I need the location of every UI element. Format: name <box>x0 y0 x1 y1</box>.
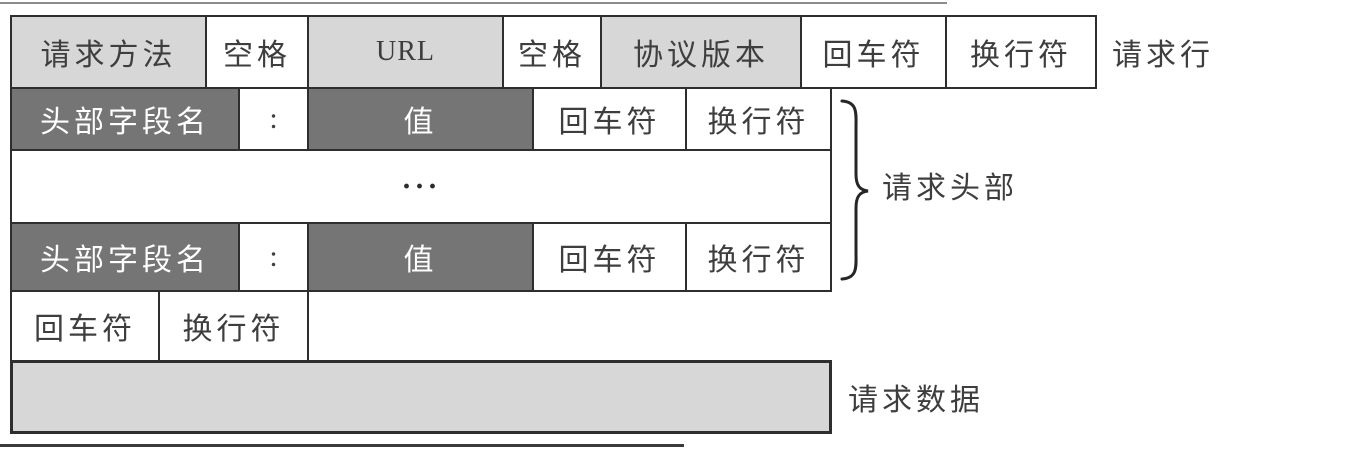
cell-request-line-lf: 换行符 <box>945 15 1097 89</box>
cell-request-line-cr: 回车符 <box>800 15 947 89</box>
cell-space-1: 空格 <box>205 15 309 89</box>
label-request-headers: 请求头部 <box>882 172 1018 205</box>
cell-header-lf-1: 换行符 <box>685 87 832 151</box>
crop-artifact-line-bottom <box>0 444 684 447</box>
curly-brace-icon <box>836 98 870 282</box>
label-request-body: 请求数据 <box>848 384 984 417</box>
label-request-line: 请求行 <box>1112 39 1214 72</box>
cell-blank-line-lf: 换行符 <box>158 290 309 362</box>
cell-colon-1: : <box>238 87 309 151</box>
cell-header-field-name-2: 头部字段名 <box>10 222 240 292</box>
cell-blank-line-cr: 回车符 <box>10 290 160 362</box>
cell-header-value-1: 值 <box>307 87 534 151</box>
cell-header-lf-2: 换行符 <box>685 222 832 292</box>
cell-colon-2: : <box>238 222 309 292</box>
request-body-bar <box>10 360 832 434</box>
cell-url: URL <box>307 15 504 89</box>
cell-protocol-version: 协议版本 <box>600 15 802 89</box>
cell-request-method: 请求方法 <box>10 15 207 89</box>
cell-space-2: 空格 <box>502 15 602 89</box>
row-header-ellipsis: ··· <box>10 149 832 224</box>
cell-header-cr-1: 回车符 <box>532 87 687 151</box>
cell-header-value-2: 值 <box>307 222 534 292</box>
cell-header-cr-2: 回车符 <box>532 222 687 292</box>
crop-artifact-line-top <box>0 2 947 4</box>
cell-header-field-name-1: 头部字段名 <box>10 87 240 151</box>
